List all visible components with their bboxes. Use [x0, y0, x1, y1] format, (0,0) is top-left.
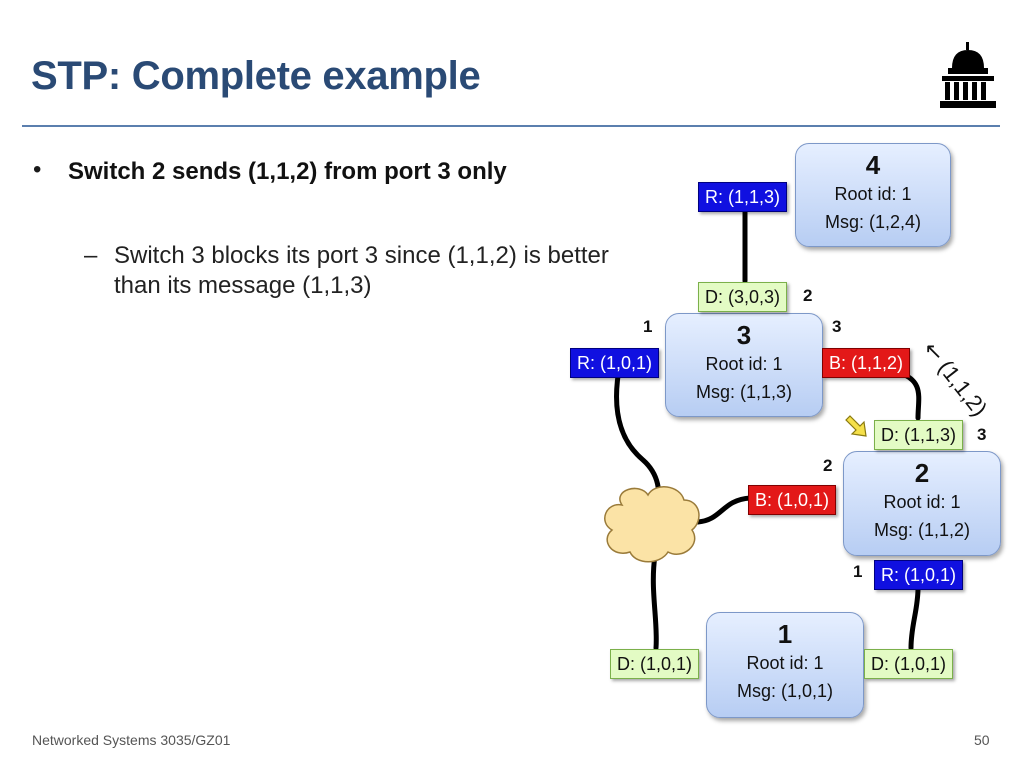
- bullet-marker: •: [33, 156, 42, 183]
- sub-bullet-marker: –: [84, 242, 98, 269]
- switch-3-root: Root id: 1: [705, 354, 783, 374]
- link-s3-cloud: [614, 373, 661, 503]
- switch-4-root: Root id: 1: [834, 184, 912, 204]
- port-number-s2-left: 2: [823, 456, 833, 475]
- switch-3-id: 3: [736, 320, 752, 350]
- switch-2-root-port: R: (1,0,1): [874, 560, 964, 590]
- switch-2-designated-port-top: D: (1,1,3): [874, 420, 964, 450]
- link-cloud-s2: [695, 495, 753, 525]
- link-s3-s2: [894, 369, 922, 421]
- page-number: 50: [974, 732, 990, 748]
- switch-2-id: 2: [914, 458, 930, 488]
- port-number-s2-top: 3: [977, 425, 987, 444]
- switch-3-designated-port-top: D: (3,0,3): [698, 282, 788, 312]
- switch-3-msg: Msg: (1,1,3): [695, 382, 793, 402]
- link-cloud-s1: [650, 552, 659, 651]
- switch-1-id: 1: [777, 619, 793, 649]
- switch-2-msg: Msg: (1,1,2): [873, 520, 971, 540]
- switch-4-msg: Msg: (1,2,4): [824, 212, 922, 232]
- page-title: STP: Complete example: [31, 54, 481, 98]
- switch-4-root-port: R: (1,1,3): [698, 182, 788, 212]
- port-number-s2-bottom: 1: [853, 562, 863, 581]
- switch-3: 3 Root id: 1 Msg: (1,1,3): [665, 313, 823, 417]
- switch-3-root-port: R: (1,0,1): [570, 348, 660, 378]
- switch-2: 2 Root id: 1 Msg: (1,1,2): [843, 451, 1001, 556]
- switch-1-designated-port-right: D: (1,0,1): [864, 649, 954, 679]
- switch-3-blocked-port: B: (1,1,2): [822, 348, 911, 378]
- sub-bullet: Switch 3 blocks its port 3 since (1,1,2)…: [114, 242, 609, 299]
- port-number-s3-top: 2: [803, 286, 813, 305]
- title-divider: [22, 125, 1000, 127]
- link-s2-s1: [908, 585, 921, 651]
- message-arrow-icon: ↖: [924, 338, 943, 364]
- port-number-s3-left: 1: [643, 317, 653, 336]
- switch-1-msg: Msg: (1,0,1): [736, 681, 834, 701]
- switch-2-root: Root id: 1: [883, 492, 961, 512]
- main-bullet: Switch 2 sends (1,1,2) from port 3 only: [68, 158, 507, 185]
- cloud-icon: [604, 486, 700, 563]
- port-number-s3-right: 3: [832, 317, 842, 336]
- university-logo-icon: [940, 42, 996, 108]
- switch-4-id: 4: [865, 150, 881, 180]
- switch-1: 1 Root id: 1 Msg: (1,0,1): [706, 612, 864, 718]
- pointer-arrow-icon: [845, 415, 867, 437]
- switch-1-root: Root id: 1: [746, 653, 824, 673]
- footer-text: Networked Systems 3035/GZ01: [32, 732, 231, 748]
- switch-4: 4 Root id: 1 Msg: (1,2,4): [795, 143, 951, 247]
- switch-2-blocked-port: B: (1,0,1): [748, 485, 837, 515]
- switch-1-designated-port-left: D: (1,0,1): [610, 649, 700, 679]
